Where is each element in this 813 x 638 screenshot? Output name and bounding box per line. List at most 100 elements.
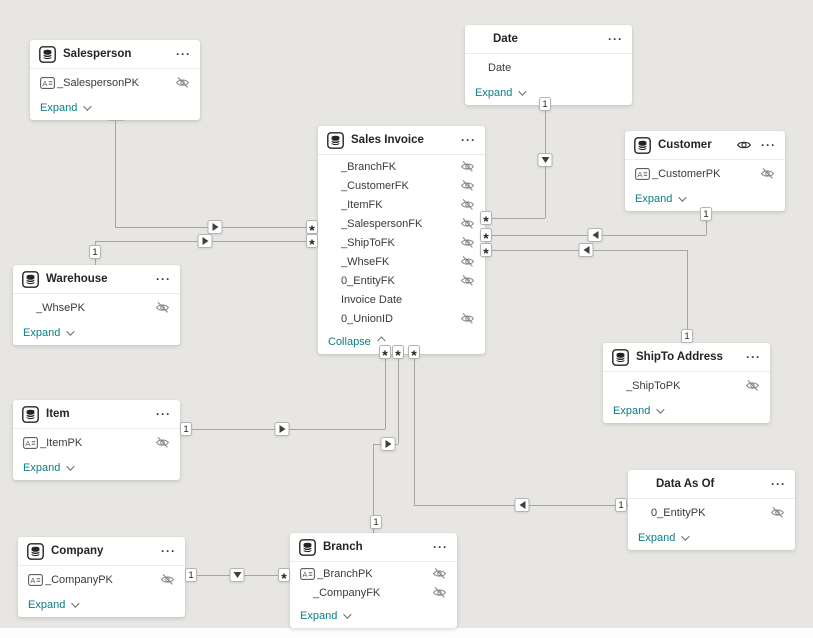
- hidden-eye-icon[interactable]: [460, 217, 475, 230]
- more-options-icon[interactable]: ···: [161, 544, 176, 558]
- table-header[interactable]: Data As Of···: [628, 470, 795, 499]
- more-options-icon[interactable]: ···: [771, 477, 786, 491]
- hidden-eye-icon[interactable]: [460, 160, 475, 173]
- more-options-icon[interactable]: ···: [433, 540, 448, 554]
- relationship-line[interactable]: [373, 444, 374, 533]
- table-header[interactable]: Branch···: [290, 533, 457, 562]
- relationship-line[interactable]: [706, 208, 707, 235]
- table-header[interactable]: Item···: [13, 400, 180, 429]
- field-row[interactable]: _WhsePK: [13, 296, 180, 319]
- filter-arrow-down-icon[interactable]: [537, 153, 553, 167]
- hidden-eye-icon[interactable]: [460, 236, 475, 249]
- hidden-eye-icon[interactable]: [460, 198, 475, 211]
- cardinality-one[interactable]: 1: [539, 97, 551, 111]
- filter-arrow-right-icon[interactable]: [380, 437, 396, 451]
- hidden-eye-icon[interactable]: [460, 274, 475, 287]
- field-row[interactable]: 0_EntityFK: [318, 271, 485, 290]
- cardinality-many[interactable]: *: [278, 568, 290, 585]
- cardinality-one[interactable]: 1: [681, 329, 693, 343]
- cardinality-one[interactable]: 1: [370, 515, 382, 529]
- more-options-icon[interactable]: ···: [461, 133, 476, 147]
- field-row[interactable]: Invoice Date: [318, 290, 485, 309]
- hidden-eye-icon[interactable]: [770, 506, 785, 519]
- expand-link[interactable]: Expand: [638, 532, 690, 544]
- hidden-eye-icon[interactable]: [745, 379, 760, 392]
- field-row[interactable]: _ItemFK: [318, 195, 485, 214]
- expand-link[interactable]: Expand: [23, 462, 75, 474]
- expand-link[interactable]: Expand: [23, 327, 75, 339]
- hidden-eye-icon[interactable]: [432, 567, 447, 580]
- relationship-line[interactable]: [398, 345, 399, 444]
- cardinality-many[interactable]: *: [379, 345, 391, 362]
- cardinality-one[interactable]: 1: [185, 568, 197, 582]
- cardinality-one[interactable]: 1: [180, 422, 192, 436]
- table-header[interactable]: Date···: [465, 25, 632, 54]
- field-row[interactable]: _ShipToFK: [318, 233, 485, 252]
- table-card-salesperson[interactable]: Salesperson···A_SalespersonPK Expand: [30, 40, 200, 120]
- expand-link[interactable]: Expand: [635, 193, 687, 205]
- cardinality-many[interactable]: *: [392, 345, 404, 362]
- more-options-icon[interactable]: ···: [746, 350, 761, 364]
- expand-link[interactable]: Expand: [475, 87, 527, 99]
- field-row[interactable]: A_SalespersonPK: [30, 71, 200, 94]
- field-row[interactable]: _WhseFK: [318, 252, 485, 271]
- hidden-eye-icon[interactable]: [460, 255, 475, 268]
- cardinality-many[interactable]: *: [480, 243, 492, 260]
- filter-arrow-left-icon[interactable]: [578, 243, 594, 257]
- more-options-icon[interactable]: ···: [156, 407, 171, 421]
- table-card-item[interactable]: Item···A_ItemPK Expand: [13, 400, 180, 480]
- field-row[interactable]: _ShipToPK: [603, 374, 770, 397]
- filter-arrow-right-icon[interactable]: [274, 422, 290, 436]
- hidden-eye-icon[interactable]: [460, 312, 475, 325]
- visible-eye-icon[interactable]: [736, 139, 752, 151]
- cardinality-one[interactable]: 1: [89, 245, 101, 259]
- filter-arrow-left-icon[interactable]: [514, 498, 530, 512]
- collapse-link[interactable]: Collapse: [328, 336, 386, 348]
- expand-link[interactable]: Expand: [300, 610, 352, 622]
- field-row[interactable]: A_BranchPK: [290, 564, 457, 583]
- expand-link[interactable]: Expand: [28, 599, 80, 611]
- field-row[interactable]: _CompanyFK: [290, 583, 457, 602]
- more-options-icon[interactable]: ···: [608, 32, 623, 46]
- table-header[interactable]: Company···: [18, 537, 185, 566]
- relationship-line[interactable]: [115, 116, 116, 227]
- field-row[interactable]: _BranchFK: [318, 157, 485, 176]
- cardinality-many[interactable]: *: [480, 228, 492, 245]
- hidden-eye-icon[interactable]: [155, 436, 170, 449]
- more-options-icon[interactable]: ···: [156, 272, 171, 286]
- more-options-icon[interactable]: ···: [176, 47, 191, 61]
- filter-arrow-left-icon[interactable]: [587, 228, 603, 242]
- hidden-eye-icon[interactable]: [760, 167, 775, 180]
- relationship-line[interactable]: [485, 218, 545, 219]
- field-row[interactable]: A_CustomerPK: [625, 162, 785, 185]
- hidden-eye-icon[interactable]: [460, 179, 475, 192]
- expand-link[interactable]: Expand: [40, 102, 92, 114]
- table-card-warehouse[interactable]: Warehouse···_WhsePK Expand: [13, 265, 180, 345]
- field-row[interactable]: Date: [465, 56, 632, 79]
- filter-arrow-right-icon[interactable]: [207, 220, 223, 234]
- field-row[interactable]: A_ItemPK: [13, 431, 180, 454]
- field-row[interactable]: A_CompanyPK: [18, 568, 185, 591]
- table-header[interactable]: ShipTo Address···: [603, 343, 770, 372]
- filter-arrow-down-icon[interactable]: [229, 568, 245, 582]
- table-card-sales-invoice[interactable]: Sales Invoice··· _BranchFK_CustomerFK_Ite…: [318, 126, 485, 354]
- filter-arrow-right-icon[interactable]: [197, 234, 213, 248]
- cardinality-many[interactable]: *: [480, 211, 492, 228]
- relationship-line[interactable]: [687, 250, 688, 343]
- hidden-eye-icon[interactable]: [175, 76, 190, 89]
- cardinality-one[interactable]: 1: [615, 498, 627, 512]
- table-header[interactable]: Warehouse···: [13, 265, 180, 294]
- table-header[interactable]: Sales Invoice···: [318, 126, 485, 155]
- hidden-eye-icon[interactable]: [155, 301, 170, 314]
- cardinality-one[interactable]: 1: [700, 207, 712, 221]
- table-card-company[interactable]: Company···A_CompanyPK Expand: [18, 537, 185, 617]
- table-header[interactable]: Salesperson···: [30, 40, 200, 69]
- field-row[interactable]: _CustomerFK: [318, 176, 485, 195]
- table-header[interactable]: Customer···: [625, 131, 785, 160]
- table-card-branch[interactable]: Branch··· A_BranchPK_CompanyFK Expand: [290, 533, 457, 628]
- table-card-customer[interactable]: Customer···A_CustomerPK Expand: [625, 131, 785, 211]
